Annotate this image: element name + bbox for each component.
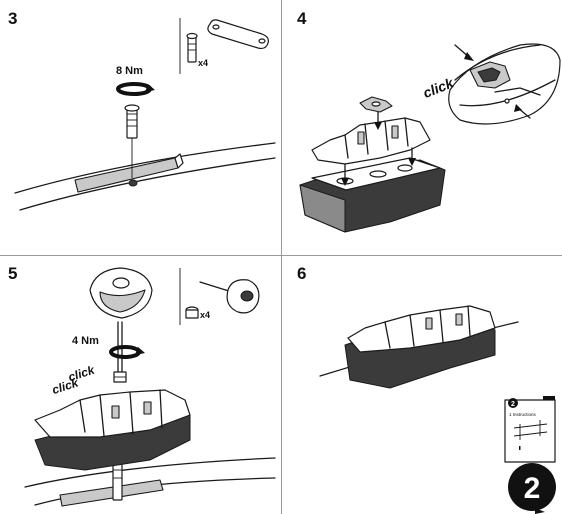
next-step-badge xyxy=(508,463,556,511)
step-5-number: 5 xyxy=(8,264,18,283)
hex-key-tool-icon xyxy=(89,267,153,319)
bolt-with-nut xyxy=(124,104,140,187)
rail-slot-plate-5 xyxy=(59,479,164,507)
flat-plate-part-icon xyxy=(207,19,269,50)
clip-part-icon xyxy=(359,96,393,113)
click-detail-inset xyxy=(448,43,561,125)
step-6-illustration: 2 1 Instructions 2 xyxy=(319,305,556,514)
bolt-part-icon xyxy=(186,32,198,63)
rotation-arrow-icon xyxy=(116,82,155,96)
roof-rail-upper-line xyxy=(14,142,276,194)
step-4-number: 4 xyxy=(297,9,307,28)
roof-rail-upper-line-5 xyxy=(24,457,276,488)
horizontal-divider xyxy=(0,255,562,256)
step-5-click-label-2: click xyxy=(66,362,97,384)
step-6-number: 6 xyxy=(297,264,307,283)
step-5-illustration: 4 Nm click click x4 xyxy=(24,267,276,507)
rotation-arrow-icon-5 xyxy=(109,345,145,359)
step-3-quantity-label: x4 xyxy=(198,58,208,68)
step-5-torque-label: 4 Nm xyxy=(72,335,99,347)
rail-slot-plate xyxy=(74,157,179,193)
booklet-step-number: 2 xyxy=(511,401,515,408)
vertical-divider xyxy=(281,0,282,514)
next-step-arrow-icon xyxy=(535,508,545,514)
step-5-quantity-label: x4 xyxy=(200,310,210,320)
instructions-booklet-icon: 2 1 Instructions xyxy=(504,396,556,463)
step-3-torque-label: 8 Nm xyxy=(116,65,143,77)
step-4-illustration: click xyxy=(299,43,561,233)
step-3-number: 3 xyxy=(8,9,18,28)
booklet-title: 1 Instructions xyxy=(509,412,537,417)
next-step-number: 2 xyxy=(524,472,541,505)
nut-part-icon xyxy=(185,306,199,319)
knob-part-icon xyxy=(199,279,260,314)
step-3-illustration: 8 Nm x4 xyxy=(14,18,276,211)
